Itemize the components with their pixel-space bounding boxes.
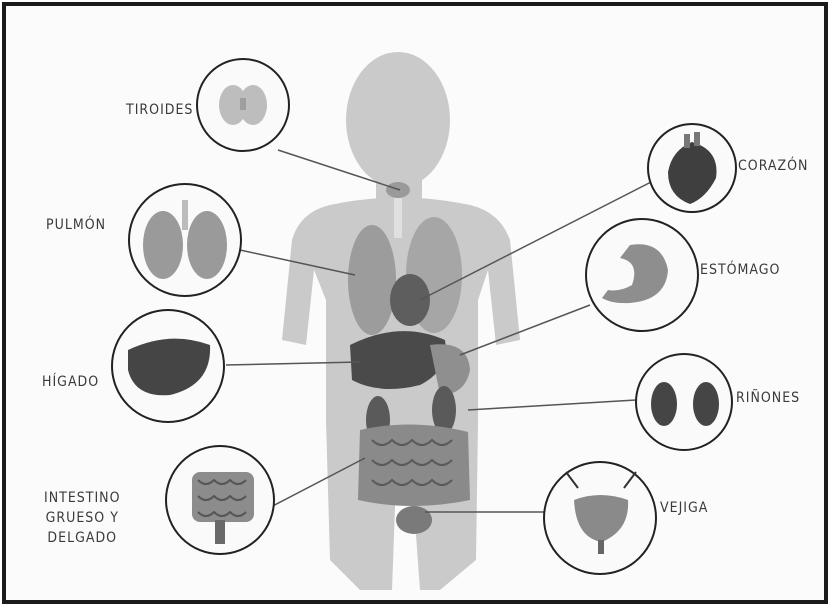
bladder-organ: [396, 506, 432, 534]
label-rinones: RIÑONES: [736, 388, 800, 408]
heart-organ: [390, 274, 430, 326]
label-vejiga: VEJIGA: [660, 498, 708, 518]
label-tiroides: TIROIDES: [126, 100, 193, 120]
label-pulmon: PULMÓN: [46, 215, 106, 235]
label-estomago: ESTÓMAGO: [700, 260, 780, 280]
intestine-organ: [358, 424, 470, 506]
label-higado: HÍGADO: [42, 372, 99, 392]
label-corazon: CORAZÓN: [738, 156, 808, 176]
left-lung-organ: [348, 225, 396, 335]
label-intestino: INTESTINO GRUESO Y DELGADO: [44, 488, 121, 548]
